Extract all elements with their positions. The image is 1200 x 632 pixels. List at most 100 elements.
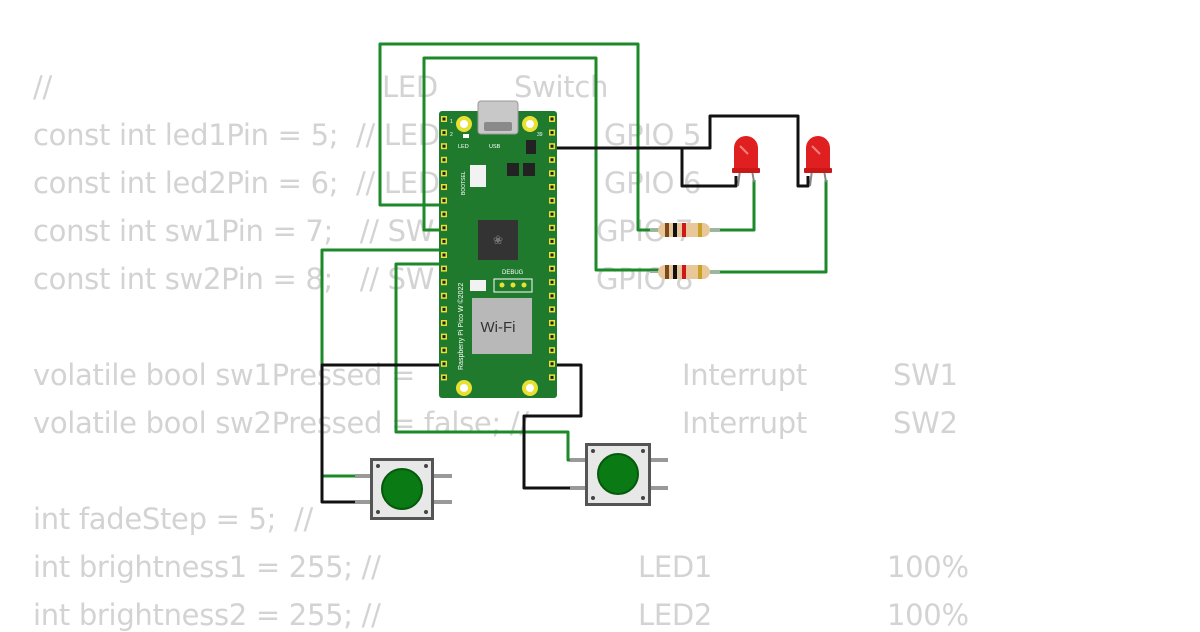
pin-hole-left — [442, 307, 446, 311]
code-line-brightness2: int brightness2 = 255; // — [33, 598, 381, 632]
resistor-2-band-2 — [673, 265, 677, 279]
pin-hole-left — [442, 171, 446, 175]
pin1-label: 1 — [450, 119, 453, 125]
pushbutton-2-corner-2 — [641, 449, 645, 453]
pin-hole-left — [442, 199, 446, 203]
pin-hole-right — [550, 212, 554, 216]
code-line-comment-switch: Switch — [514, 70, 609, 104]
wire-black-3[interactable] — [320, 363, 440, 504]
wire-green-3[interactable] — [320, 248, 440, 478]
pin-hole-left — [442, 117, 446, 121]
led-2[interactable] — [804, 136, 832, 187]
pin-hole-left — [442, 144, 446, 148]
led-1[interactable] — [732, 136, 760, 187]
pin-hole-left — [442, 253, 446, 257]
pin-hole-right — [550, 307, 554, 311]
wire-black-1[interactable] — [555, 146, 738, 188]
resistor-1-band-1 — [665, 223, 669, 237]
usb-label: USB — [489, 144, 501, 150]
pushbutton-1-corner-4 — [424, 510, 428, 514]
pushbutton-2-corner-1 — [591, 449, 595, 453]
code-line-brightness1-pct: 100% — [887, 550, 969, 584]
led-2-highlight — [811, 145, 821, 155]
pushbutton-1[interactable] — [355, 458, 452, 520]
pin-hole-left — [442, 212, 446, 216]
pushbutton-1-corner-3 — [376, 510, 380, 514]
small-chip — [526, 140, 536, 154]
pins-left — [441, 116, 447, 381]
wire-green-2[interactable] — [422, 56, 660, 272]
led-2-body — [806, 136, 830, 172]
pushbutton-2[interactable] — [570, 443, 668, 506]
wifi-label: Wi-Fi — [481, 319, 516, 336]
pin-hole-left — [442, 185, 446, 189]
wire-green-5[interactable] — [710, 180, 756, 232]
led-1-highlight — [739, 145, 749, 155]
resistor-2[interactable] — [650, 265, 720, 279]
board-name-label: Raspberry Pi Pico W ©2022 — [457, 283, 465, 370]
led-2-rim — [804, 168, 832, 173]
pin-hole-left — [442, 280, 446, 284]
resistor-1-band-4 — [698, 223, 702, 237]
pin-hole-right — [550, 158, 554, 162]
wifi-module — [472, 298, 532, 354]
pin-hole-right — [550, 362, 554, 366]
code-line-sw1: const int sw1Pin = 7; // SW — [33, 214, 435, 248]
wire-black-4[interactable] — [522, 363, 585, 490]
pin-hole-right — [550, 117, 554, 121]
resistor-1[interactable] — [650, 223, 720, 237]
wire-green-1[interactable] — [378, 42, 660, 232]
wire-green-6[interactable] — [710, 180, 828, 274]
bootsel-button[interactable] — [470, 165, 486, 187]
pins-right — [549, 116, 555, 381]
pushbutton-2-cap[interactable] — [597, 453, 639, 495]
led-1-rim — [732, 168, 760, 173]
pin-hole-right — [550, 185, 554, 189]
bootsel-label: BOOTSEL — [461, 171, 467, 195]
pin-hole-left — [442, 321, 446, 325]
pushbutton-1-corner-1 — [376, 464, 380, 468]
component-2 — [523, 163, 535, 176]
resistor-1-band-3 — [682, 223, 686, 237]
pin-hole-left — [442, 158, 446, 162]
debug-pin-2 — [510, 282, 516, 288]
pico-w-board[interactable]: 1 2 39 LED USB BOOTSEL ❀ DEBUG Wi-Fi Ras… — [439, 100, 557, 398]
debug-pin-1 — [499, 282, 505, 288]
pin-hole-right — [550, 375, 554, 379]
mount-hole-bl-inner — [460, 384, 468, 392]
debug-pin-3 — [521, 282, 527, 288]
code-line-sw2pressed-sw: SW2 — [893, 406, 958, 440]
pin-hole-right — [550, 226, 554, 230]
code-line-sw1pressed-interrupt: Interrupt — [682, 358, 807, 392]
mount-hole-tr-inner — [526, 120, 534, 128]
pushbutton-1-corner-2 — [424, 464, 428, 468]
code-line-sw1pressed: volatile bool sw1Pressed = — [33, 358, 424, 392]
pin-hole-left — [442, 131, 446, 135]
wire-black-2[interactable] — [682, 114, 810, 188]
led-label: LED — [458, 144, 469, 150]
pin-hole-right — [550, 294, 554, 298]
pushbutton-2-corner-3 — [591, 496, 595, 500]
mount-hole-tl-inner — [460, 120, 468, 128]
pin-hole-right — [550, 144, 554, 148]
code-line-brightness2-pct: 100% — [887, 598, 969, 632]
wires — [320, 42, 828, 504]
pin-hole-right — [550, 280, 554, 284]
code-line-comment: // — [33, 70, 52, 104]
pin-hole-left — [442, 335, 446, 339]
resistor-2-band-4 — [698, 265, 702, 279]
resistor-2-band-3 — [682, 265, 686, 279]
pin-hole-left — [442, 226, 446, 230]
code-line-led2: const int led2Pin = 6; // LED — [33, 166, 440, 200]
raspberry-logo-icon: ❀ — [493, 233, 503, 247]
pin-hole-left — [442, 375, 446, 379]
pin-hole-right — [550, 171, 554, 175]
pin-hole-right — [550, 131, 554, 135]
component-1 — [507, 163, 519, 176]
pushbutton-1-cap[interactable] — [381, 468, 423, 510]
led-1-body — [734, 136, 758, 172]
pin-hole-right — [550, 348, 554, 352]
code-line-comment-led: LED — [382, 70, 438, 104]
